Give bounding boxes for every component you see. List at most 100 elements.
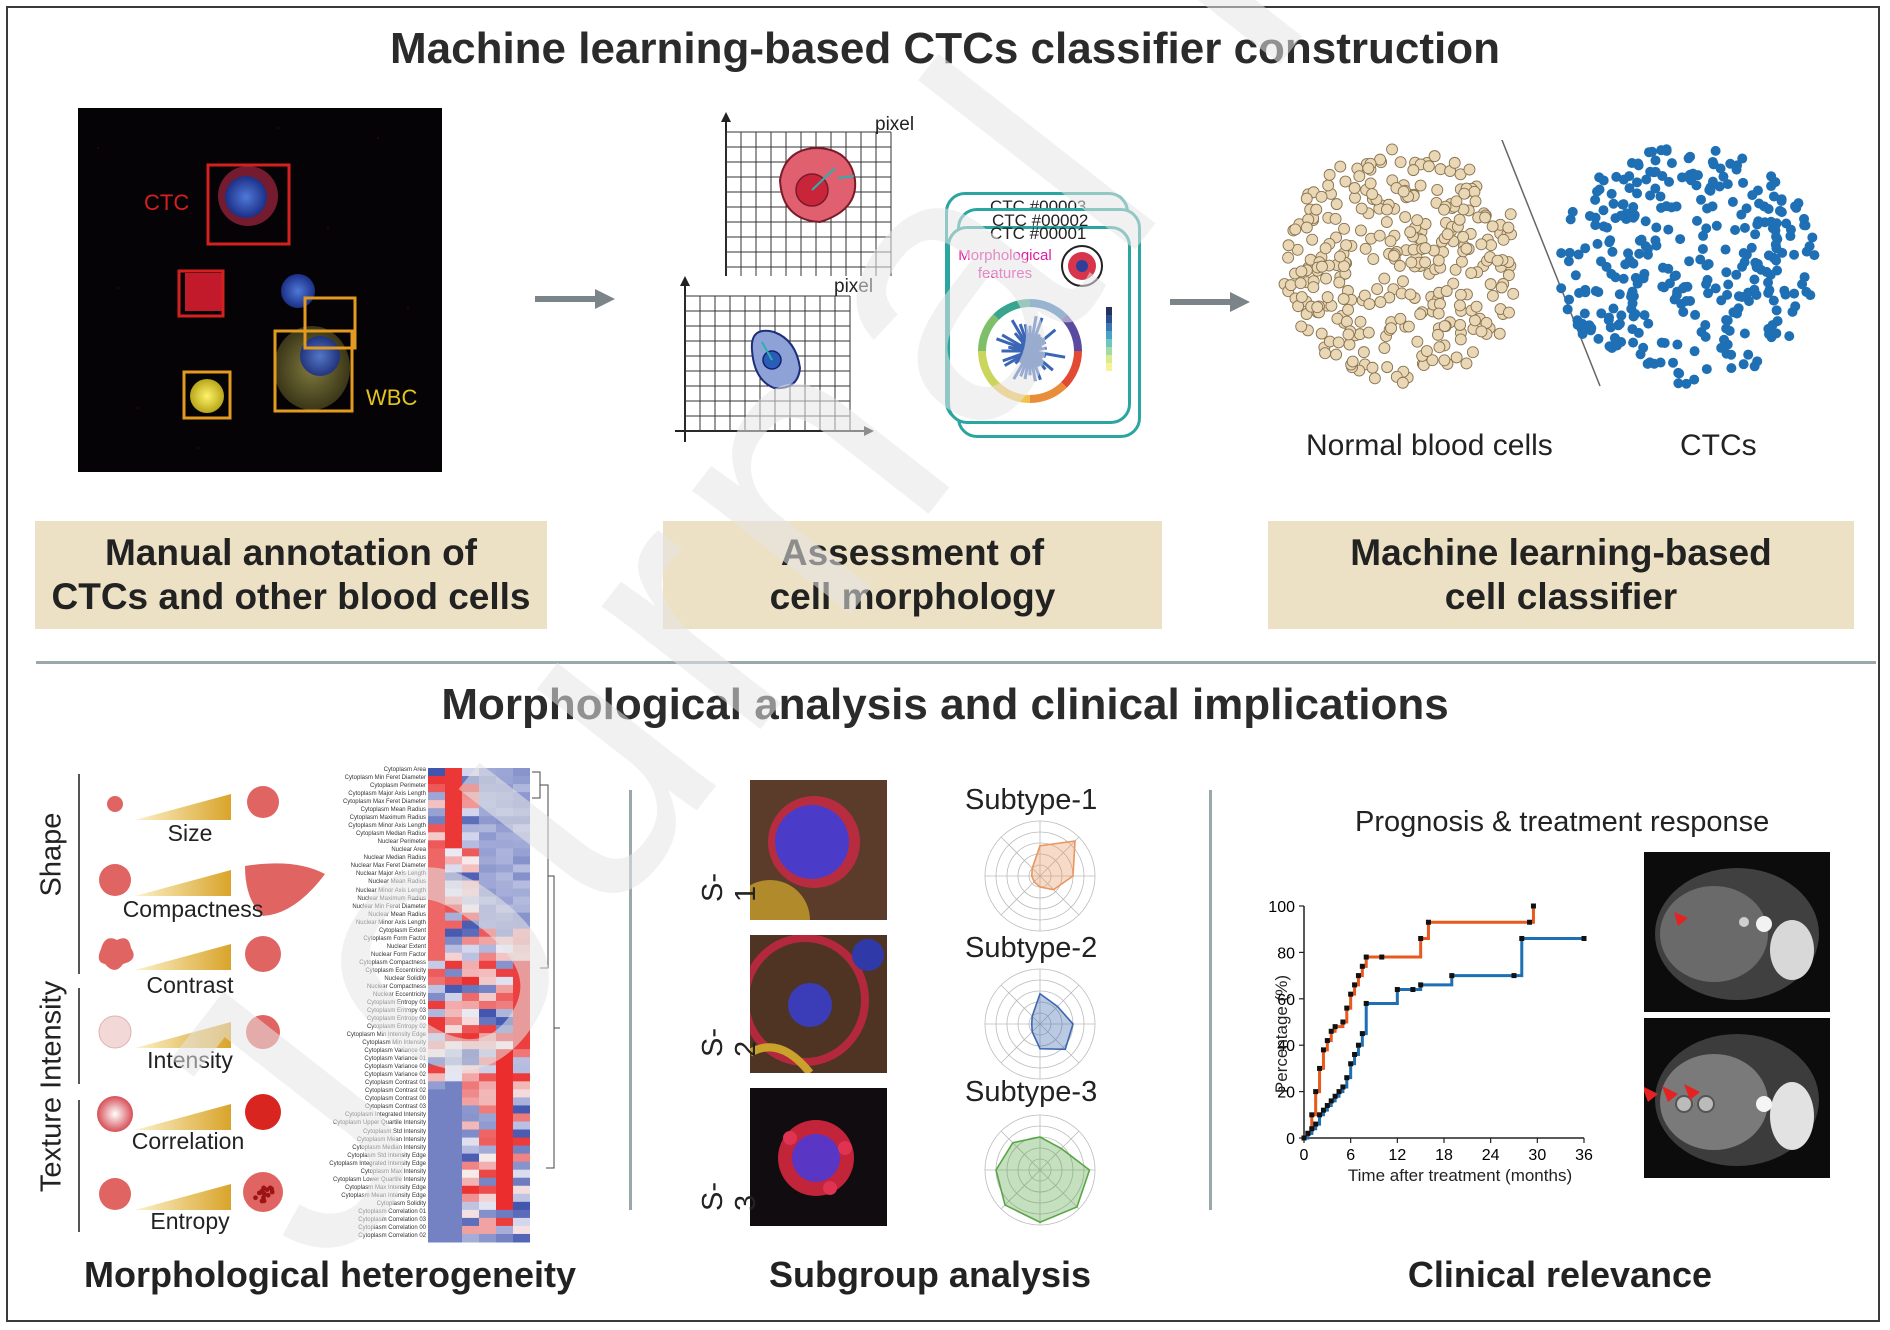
normal-cell-point — [1453, 299, 1466, 312]
heatmap-row-label: Cytoplasm Correlation 03 — [358, 1216, 426, 1223]
texture-dot — [261, 1198, 267, 1204]
ctc-point — [1750, 229, 1761, 240]
heatmap-cell — [479, 808, 496, 817]
y-tick-label: 80 — [1277, 945, 1295, 962]
heatmap-cell — [445, 928, 462, 938]
round-cell-glyph — [99, 864, 131, 896]
radius-line — [811, 167, 836, 191]
normal-cell-point — [1339, 175, 1352, 188]
normal-cell-point — [1366, 188, 1379, 201]
heatmap-cell — [445, 824, 462, 833]
censor-mark — [1340, 1019, 1346, 1025]
normal-cell-point — [1386, 143, 1399, 156]
heatmap-cell — [496, 1217, 513, 1227]
heatmap-cell — [496, 1097, 513, 1106]
ctc-point — [1655, 191, 1666, 202]
heatmap-cell — [513, 1113, 530, 1122]
normal-cell-point — [1457, 231, 1470, 243]
ctc-point — [1632, 188, 1643, 199]
normal-cell-point — [1438, 203, 1450, 216]
feature-glyph-row — [135, 1104, 231, 1130]
heatmap-row-label: Nuclear Min Feret Diameter — [352, 903, 426, 910]
chart-xlabel: Time after treatment (months) — [1347, 1166, 1573, 1185]
normal-cell-point — [1396, 376, 1409, 389]
heatmap-cell — [462, 1121, 479, 1131]
heatmap-cell — [445, 784, 462, 793]
heatmap-row-label: Cytoplasm Minor Axis Length — [348, 823, 426, 830]
heatmap-cell — [445, 896, 462, 906]
heatmap-cell — [428, 824, 445, 833]
heatmap-cell — [479, 792, 496, 801]
gradient-triangle — [135, 794, 231, 820]
heatmap-cell — [462, 1009, 479, 1018]
normal-cell-point — [1368, 372, 1381, 385]
heatmap-cell — [462, 1089, 479, 1098]
ctc-point — [1767, 223, 1778, 234]
ctc-point — [1564, 294, 1575, 305]
censor-mark — [1320, 1047, 1326, 1053]
ctc-point — [1610, 333, 1621, 344]
heatmap-cell — [428, 784, 445, 793]
row-label-s2: S-2 — [697, 1028, 762, 1057]
subtype-1-micrograph — [750, 780, 887, 920]
ctc-point — [1593, 287, 1604, 298]
heatmap-cell — [445, 968, 462, 978]
ctc-point — [1777, 247, 1788, 258]
ctc-point — [1644, 357, 1655, 368]
radar-chart-3 — [960, 1104, 1100, 1239]
normal-cell-point — [1456, 255, 1468, 268]
normal-cell-point — [1414, 179, 1427, 192]
normal-cell-point — [1284, 279, 1297, 292]
heatmap-cell — [496, 816, 513, 825]
normal-cell-point — [1282, 239, 1295, 252]
heatmap-cell — [462, 776, 479, 785]
censor-mark — [1352, 982, 1358, 988]
ctc-point — [1580, 243, 1591, 254]
heatmap-cell — [428, 776, 445, 785]
ctc-point — [1766, 171, 1777, 182]
normal-cell-point — [1373, 229, 1386, 242]
normal-cell-point — [1380, 203, 1393, 216]
heatmap-cell — [496, 1233, 513, 1243]
heatmap-cell — [496, 888, 513, 898]
censor-mark — [1348, 991, 1354, 997]
heatmap-cell — [496, 808, 513, 817]
card-id: CTC #00002 — [992, 211, 1089, 230]
normal-cell-point — [1486, 289, 1499, 302]
heatmap-cell — [445, 1017, 462, 1026]
feature-label-intensity: Intensity — [147, 1047, 233, 1073]
heatmap-cell — [445, 1129, 462, 1139]
ctc-point — [1657, 262, 1668, 273]
normal-cell-point — [1367, 253, 1380, 266]
heatmap-cell — [496, 1161, 513, 1171]
ctc-point — [1606, 188, 1617, 199]
heatmap-cell — [445, 1121, 462, 1131]
ctc-point — [1556, 283, 1567, 294]
arrow-right-icon — [533, 287, 617, 316]
normal-cell-point — [1329, 213, 1342, 225]
radar-spoke — [1039, 1023, 1080, 1064]
heatmap-cell — [496, 1225, 513, 1235]
heatmap-cell — [479, 896, 496, 906]
normal-cell-point — [1333, 276, 1346, 289]
normal-cell-point — [1438, 354, 1451, 367]
small-cell-glyph — [107, 796, 123, 812]
radar-title-1: Subtype-1 — [965, 784, 1098, 816]
heatmap-cell — [428, 896, 445, 906]
ctc-point — [1722, 289, 1733, 300]
heatmap-row-label: Cytoplasm Lower Quartile Intensity — [332, 1176, 426, 1183]
heatmap-cell — [496, 848, 513, 857]
heatmap-cell — [513, 768, 530, 777]
heatmap-cell — [445, 808, 462, 817]
heatmap-cell — [445, 984, 462, 994]
ctc-point — [1564, 247, 1575, 258]
heatmap-cell — [462, 1033, 479, 1042]
heatmap-cell — [496, 1113, 513, 1122]
ctc-point — [1710, 145, 1721, 156]
texture-dot — [265, 1192, 271, 1198]
ctc-point — [1633, 158, 1644, 169]
heatmap-cell — [445, 1073, 462, 1082]
heatmap-cell — [513, 1057, 530, 1066]
heatmap-cell — [445, 1057, 462, 1066]
